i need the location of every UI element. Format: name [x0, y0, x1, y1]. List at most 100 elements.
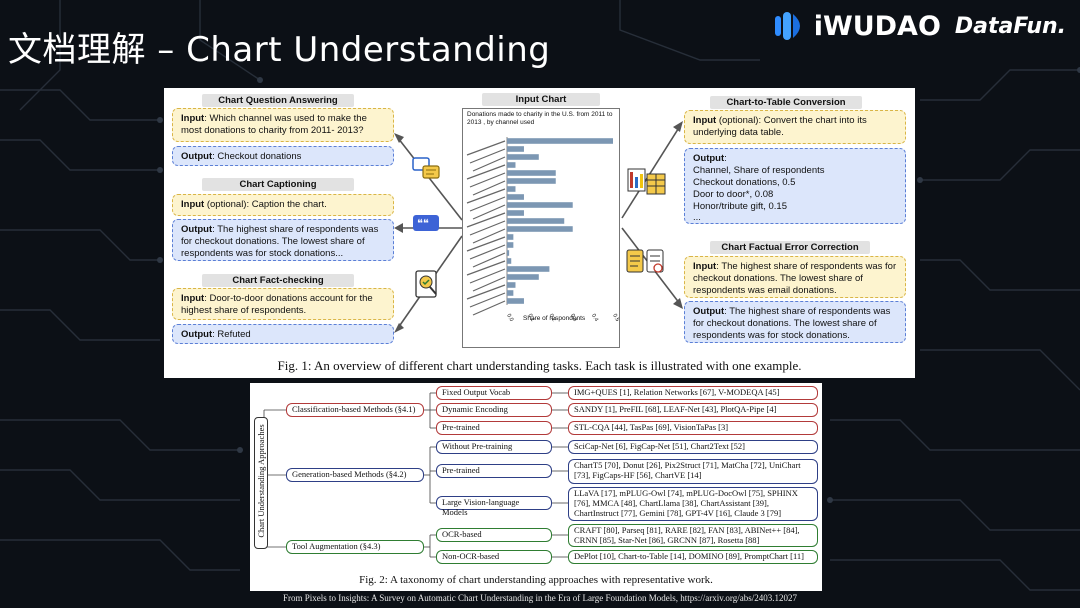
chart-bar	[507, 258, 512, 264]
chart-bar	[507, 178, 556, 184]
chart-bar	[507, 218, 565, 224]
category-label-placeholder	[469, 244, 506, 260]
tool-works-box: CRAFT [80], Parseq [81], RARE [82], FAN …	[568, 524, 818, 547]
taxonomy-root-box	[254, 417, 268, 549]
category-label-placeholder	[466, 164, 506, 180]
category-label-placeholder	[469, 172, 506, 188]
input-chart-xlabel: Share of respondents	[523, 315, 586, 322]
captioning-output-text: : The highest share of respondents was f…	[181, 224, 379, 259]
cqa-output-label: Output	[181, 151, 213, 162]
donation-bar-chart: 0.0 0.1 0.2 0.3 0.4 0.5	[466, 137, 619, 323]
gen-works-box: SciCap-Net [6], FigCap-Net [51], Chart2T…	[568, 440, 818, 454]
x-tick-label: 0.4	[590, 313, 599, 323]
chart-bar	[507, 298, 524, 304]
category-label-placeholder	[466, 236, 506, 252]
taxonomy-root-label: Chart Understanding Approaches	[256, 424, 266, 538]
figure-1-panel: Chart Question Answering Input: Which ch…	[164, 88, 915, 378]
category-label-placeholder	[466, 140, 506, 156]
category-label-placeholder	[472, 180, 506, 196]
chart-bar	[507, 226, 573, 232]
iwudao-mark-icon	[774, 12, 800, 40]
cls-works-box: STL-CQA [44], TasPas [69], VisionTaPas […	[568, 421, 818, 435]
cqa-input-box: Input: Which channel was used to make th…	[172, 108, 394, 142]
cls-child-box: Fixed Output Vocab	[436, 386, 552, 400]
captioning-header: Chart Captioning	[202, 178, 354, 191]
cqa-input-text: : Which channel was used to make the mos…	[181, 113, 367, 136]
fact-check-doc-icon	[415, 270, 437, 298]
chart-bar	[507, 186, 516, 192]
tool-child-box: Non-OCR-based	[436, 550, 552, 564]
chart-bar	[507, 146, 524, 152]
gen-works-box: ChartT5 [70], Donut [26], Pix2Struct [71…	[568, 459, 818, 484]
chart-to-table-input-box: Input (optional): Convert the chart into…	[684, 110, 906, 144]
chart-to-table-output-line: Door to door*, 0.08	[693, 188, 774, 200]
chart-bar	[507, 202, 573, 208]
factual-error-header: Chart Factual Error Correction	[710, 241, 870, 254]
chart-bar	[507, 282, 516, 288]
input-chart-header: Input Chart	[482, 93, 600, 106]
chart-bar	[507, 170, 556, 176]
table-grid-icon	[627, 168, 666, 195]
x-tick-label: 0.0	[505, 313, 514, 323]
chart-to-table-output-line: Checkout donations, 0.5	[693, 176, 796, 188]
fact-checking-output-box: Output: Refuted	[172, 324, 394, 344]
cqa-output-box: Output: Checkout donations	[172, 146, 394, 166]
chart-bar	[507, 154, 539, 160]
chart-to-table-output-line: ...	[693, 212, 701, 224]
chart-bar	[507, 250, 510, 256]
tool-child-box: OCR-based	[436, 528, 552, 542]
category-label-placeholder	[466, 260, 506, 276]
category-label-placeholder	[469, 148, 506, 164]
captioning-input-label: Input	[181, 199, 205, 210]
error-correction-doc-icon	[626, 249, 664, 273]
cls-works-box: SANDY [1], PreFIL [68], LEAF-Net [43], P…	[568, 403, 818, 417]
fact-checking-input-label: Input	[181, 293, 205, 304]
gen-child-box: Large Vision-language Models	[436, 496, 552, 517]
chart-bar	[507, 242, 514, 248]
captioning-output-box: Output: The highest share of respondents…	[172, 219, 394, 261]
cqa-header: Chart Question Answering	[202, 94, 354, 107]
captioning-input-box: Input (optional): Caption the chart.	[172, 194, 394, 216]
fact-checking-output-text: : Refuted	[212, 329, 251, 340]
cqa-input-label: Input	[181, 113, 205, 124]
tool-works-box: DePlot [10], Chart-to-Table [14], DOMINO…	[568, 550, 818, 564]
category-label-placeholder	[472, 228, 506, 244]
captioning-input-text: (optional): Caption the chart.	[204, 199, 327, 210]
factual-error-output-label: Output	[693, 306, 725, 317]
category-label-placeholder	[466, 284, 506, 300]
figure-2-caption: Fig. 2: A taxonomy of chart understandin…	[359, 574, 713, 586]
datafun-logo: DataFun.	[954, 13, 1066, 39]
category-label-placeholder	[472, 300, 506, 316]
cls-child-box: Pre-trained	[436, 421, 552, 435]
iwudao-wordmark: iWUDAO	[813, 10, 941, 42]
classification-methods-box: Classification-based Methods (§4.1)	[286, 403, 424, 417]
x-tick-label: 0.5	[611, 313, 619, 323]
input-chart-title: Donations made to charity in the U.S. fr…	[467, 111, 613, 126]
chart-to-table-output-line: Channel, Share of respondents	[693, 164, 825, 176]
category-label-placeholder	[469, 196, 506, 212]
factual-error-input-text: : The highest share of respondents was f…	[693, 261, 897, 296]
chart-to-table-input-label: Input	[693, 115, 717, 126]
caption-quote-icon: ❝❝	[413, 215, 439, 231]
x-tick-label: 0.3	[569, 313, 578, 323]
chart-bar	[507, 290, 514, 296]
category-label-placeholder	[472, 156, 506, 172]
chart-to-table-output-line: Honor/tribute gift, 0.15	[693, 200, 787, 212]
slide-title: 文档理解 – Chart Understanding	[8, 30, 551, 70]
chart-bar	[507, 266, 550, 272]
chart-to-table-output-line: :	[724, 153, 727, 164]
figure-1-caption: Fig. 1: An overview of different chart u…	[277, 358, 802, 373]
category-label-placeholder	[469, 292, 506, 308]
chart-bar	[507, 194, 524, 200]
x-tick-label: 0.2	[548, 313, 557, 323]
gen-child-box: Pre-trained	[436, 464, 552, 478]
cqa-output-text: : Checkout donations	[212, 151, 302, 162]
x-tick-label: 0.1	[526, 313, 535, 323]
fact-checking-header: Chart Fact-checking	[202, 274, 354, 287]
chart-to-table-input-text: (optional): Convert the chart into its u…	[693, 115, 867, 138]
category-label-placeholder	[466, 188, 506, 204]
chart-to-table-header: Chart-to-Table Conversion	[710, 96, 862, 109]
chart-bar	[507, 138, 613, 144]
figure-2-panel: Chart Understanding Approaches Classific…	[250, 383, 822, 591]
gen-child-box: Without Pre-training	[436, 440, 552, 454]
